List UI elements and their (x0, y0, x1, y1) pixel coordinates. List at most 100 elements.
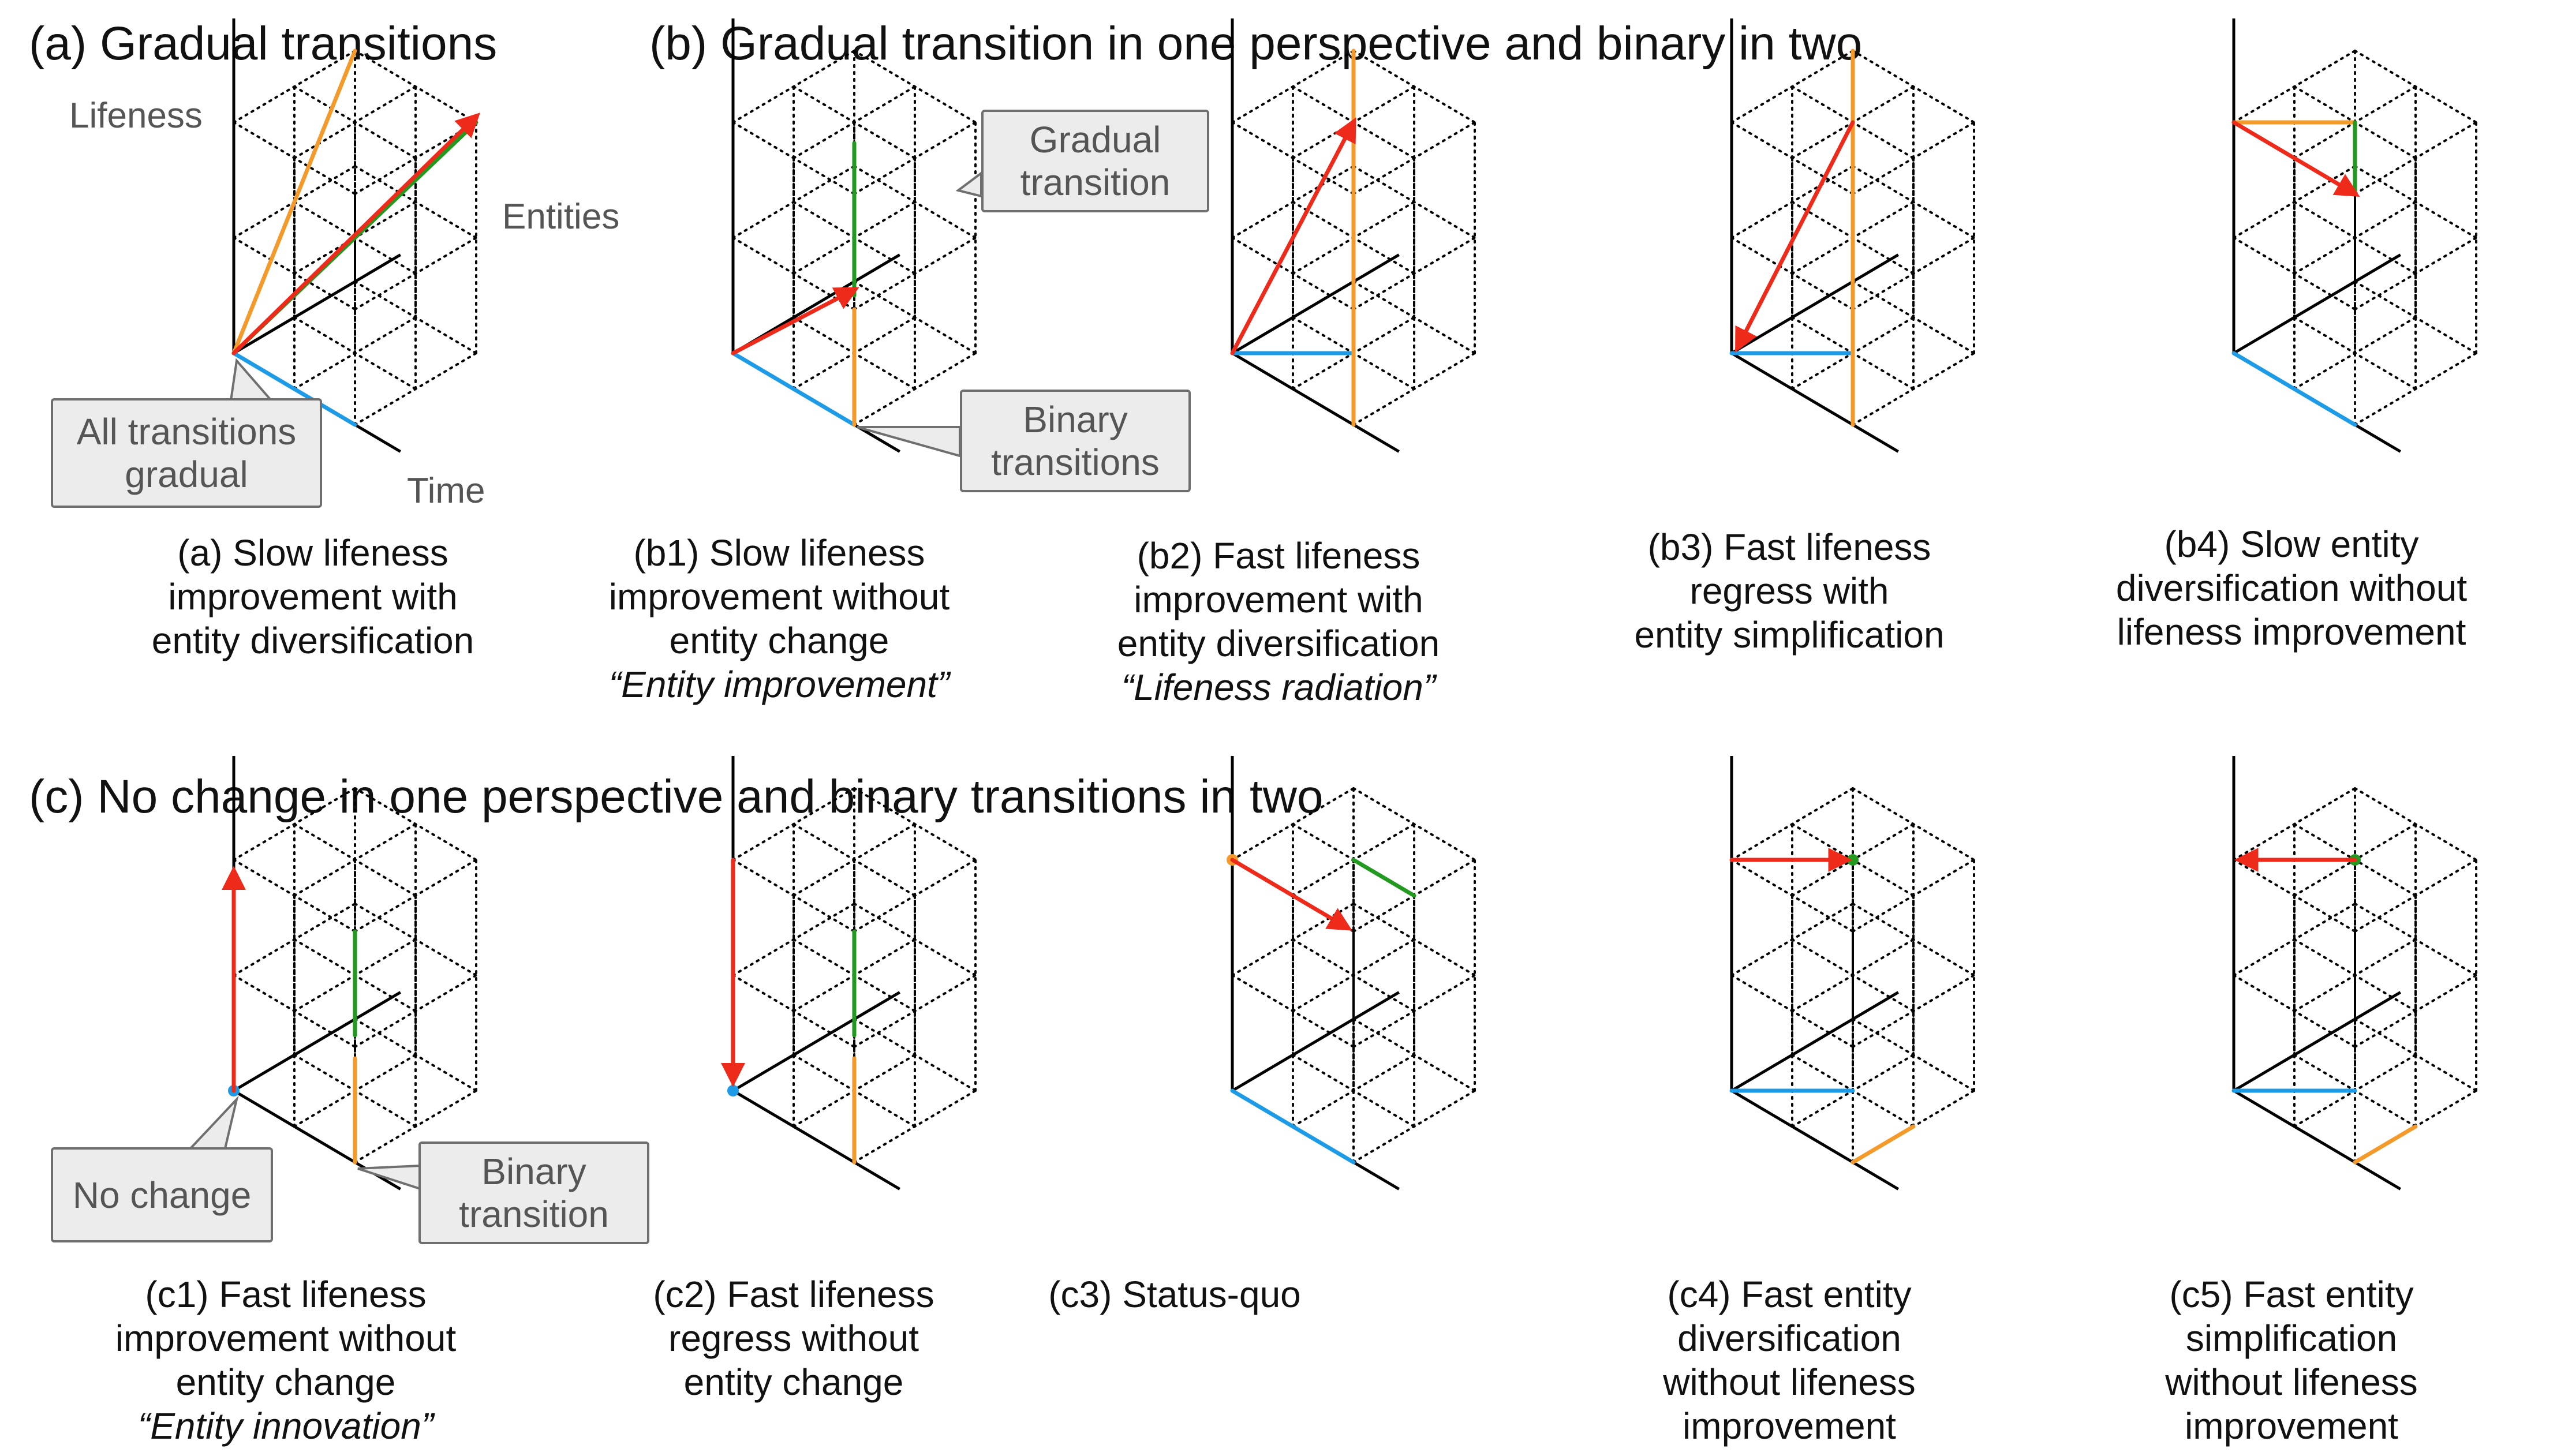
callout-tail-no-change (188, 1095, 239, 1150)
caption-c3: (c3) Status-quo (955, 1272, 1394, 1316)
callout-all-gradual-line1: All transitions (76, 411, 297, 452)
blue-point (727, 1085, 739, 1096)
time-axis (732, 1089, 901, 1191)
caption-line: improvement without (608, 576, 950, 617)
caption-line: regress without (668, 1317, 919, 1359)
caption-line: simplification (2185, 1317, 2398, 1359)
caption-italic: “Entity innovation” (137, 1405, 434, 1447)
panel-b2 (1230, 18, 1476, 453)
section-title-c: (c) No change in one perspective and bin… (29, 770, 1324, 823)
panel-b3 (1729, 18, 1975, 453)
caption-line: improvement (2185, 1405, 2398, 1447)
caption-line: improvement with (1134, 579, 1423, 620)
orange-transition (2353, 1124, 2418, 1165)
callout-tail-binary-transitions (857, 426, 961, 458)
callout-tails (188, 171, 982, 1191)
callout-tail-gradual (955, 171, 982, 198)
red-transition-arrow (1230, 858, 1352, 931)
caption-line: entity diversification (1117, 623, 1440, 664)
callout-gradual-line2: transition (1020, 162, 1171, 203)
callout-binary-transition: Binary transition (418, 1141, 649, 1244)
callout-binary-line2: transitions (991, 441, 1160, 483)
blue-transition (731, 351, 857, 427)
panel-a (231, 18, 481, 453)
entities-axis (233, 253, 402, 355)
callout-all-gradual: All transitions gradual (51, 398, 322, 508)
panel-c5 (2231, 756, 2477, 1191)
red-transition-arrow (1735, 120, 1855, 353)
red-transition-arrow (731, 287, 859, 355)
panel-b1 (731, 18, 977, 453)
caption-line: diversification (1677, 1317, 1901, 1359)
callout-gradual-transition: Gradual transition (981, 110, 1209, 212)
caption-line: diversification without (2115, 567, 2468, 609)
caption-line: entity change (175, 1361, 396, 1403)
caption-line: without lifeness (1663, 1361, 1916, 1403)
entities-axis (2233, 253, 2402, 355)
axis-label-entities: Entities (502, 197, 620, 237)
caption-line: improvement (1683, 1405, 1896, 1447)
caption-line: regress with (1689, 570, 1889, 612)
entities-axis (732, 991, 901, 1092)
time-axis (1730, 351, 1900, 453)
callout-no-change: No change (51, 1147, 273, 1242)
entities-axis (2233, 991, 2402, 1092)
callout-no-change-text: No change (72, 1174, 252, 1216)
red-transition-arrow (2231, 120, 2360, 197)
callout-tail-all-gradual (229, 358, 274, 402)
caption-line: entity change (669, 620, 889, 661)
caption-line: (c5) Fast entity (2169, 1274, 2414, 1315)
callout-all-gradual-line2: gradual (125, 454, 248, 495)
entities-axis (1231, 253, 1400, 355)
section-title-b: (b) Gradual transition in one perspectiv… (649, 17, 1863, 70)
caption-line: (b3) Fast lifeness (1647, 526, 1931, 568)
entities-axis (1231, 991, 1400, 1092)
entities-axis (1730, 991, 1900, 1092)
caption-line: entity simplification (1634, 614, 1945, 656)
caption-line: entity change (683, 1361, 904, 1403)
callout-binary-transition-line1: Binary (481, 1151, 586, 1192)
caption-line: (a) Slow lifeness (177, 532, 448, 574)
callout-binary-transition-line2: transition (459, 1193, 609, 1235)
caption-line: (c1) Fast lifeness (145, 1274, 427, 1315)
caption-line: improvement with (168, 576, 458, 617)
caption-line: (b2) Fast lifeness (1137, 535, 1420, 577)
blue-transition (231, 351, 357, 427)
red-transition-arrow (231, 113, 481, 355)
panel-c2 (721, 756, 977, 1191)
panel-group (222, 18, 2477, 1191)
axis-label-time: Time (407, 471, 485, 511)
time-axis (2233, 1089, 2402, 1191)
panel-c4 (1729, 756, 1975, 1191)
callout-gradual-line1: Gradual (1029, 119, 1161, 160)
blue-transition (2231, 351, 2357, 427)
entities-axis (233, 991, 402, 1092)
caption-line: (b1) Slow lifeness (633, 532, 925, 574)
caption-line: (c2) Fast lifeness (653, 1274, 934, 1315)
axis-label-lifeness: Lifeness (69, 96, 203, 136)
callout-tail-binary-transition (357, 1164, 421, 1191)
caption-line: (c3) Status-quo (1048, 1274, 1301, 1315)
green-transition (1351, 858, 1416, 898)
caption-line: without lifeness (2165, 1361, 2418, 1403)
time-axis (1730, 1089, 1900, 1191)
callout-binary-line1: Binary (1023, 399, 1128, 440)
caption-italic: “Lifeness radiation” (1121, 667, 1436, 708)
caption-line: (c4) Fast entity (1667, 1274, 1912, 1315)
caption-line: (b4) Slow entity (2164, 523, 2419, 565)
caption-line: entity diversification (151, 620, 474, 661)
callout-binary-transitions: Binary transitions (960, 390, 1191, 492)
section-title-a: (a) Gradual transitions (29, 17, 498, 70)
panel-b4 (2231, 18, 2477, 453)
